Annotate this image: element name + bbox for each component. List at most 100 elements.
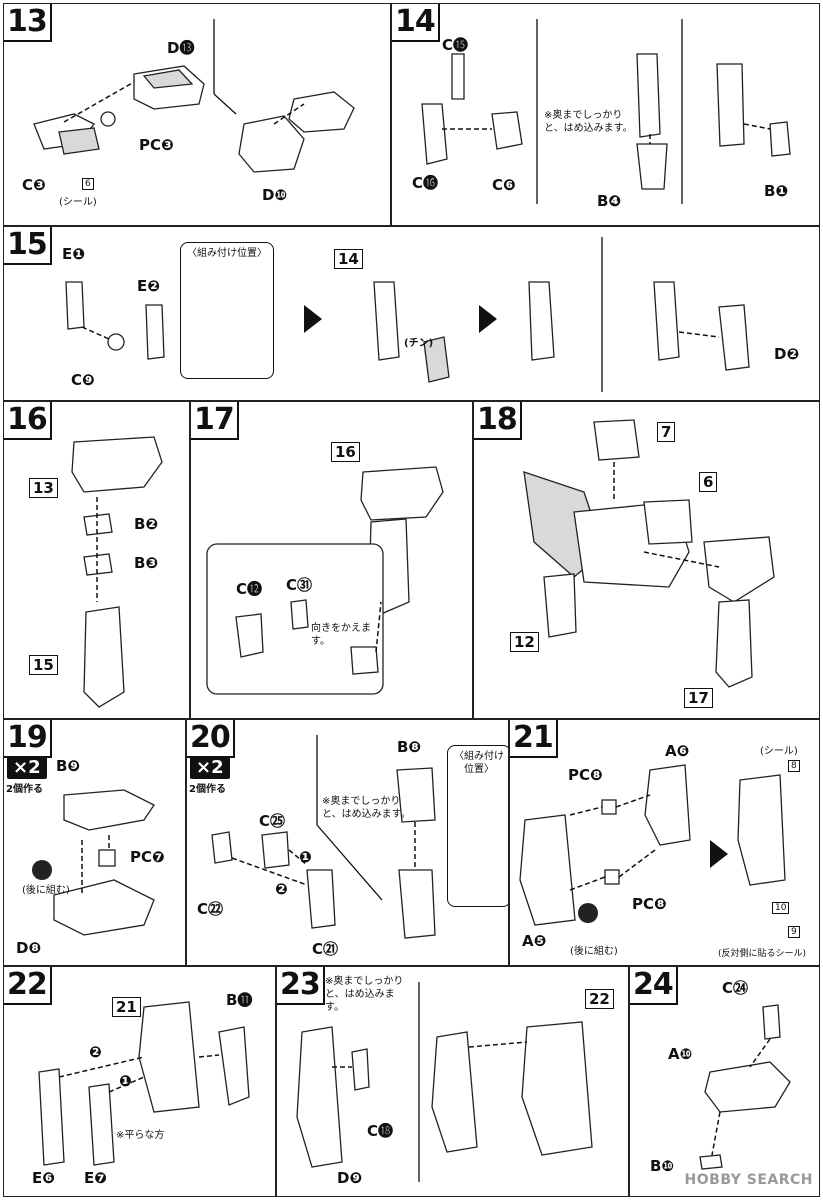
seal-label: (シール)	[760, 746, 798, 757]
seal-label: (シール)	[59, 197, 97, 208]
step-24-illustration	[699, 1004, 791, 1170]
step-number: 18	[474, 402, 522, 440]
label-e7: E❼	[84, 1169, 107, 1187]
step-16-illustration	[71, 436, 163, 708]
step-13-panel: 13 D⓭ PC❸ C❸ 6 (シール) D❿	[3, 3, 391, 226]
label-d2: D❷	[774, 345, 800, 363]
ref-step-12: 12	[510, 632, 539, 652]
step-number: 15	[4, 227, 52, 265]
ref-step-21: 21	[112, 997, 141, 1017]
step-number: 20	[187, 720, 235, 758]
quantity-note: 2個作る	[6, 784, 43, 795]
back-assembly-label: (後に組む)	[570, 946, 618, 957]
label-c18: C⓲	[367, 1122, 394, 1140]
assembly-position-label: 〈組み付け位置〉	[454, 751, 504, 775]
step-22-illustration	[38, 1001, 250, 1166]
label-d9: D❾	[337, 1169, 363, 1187]
quantity-badge: ×2	[7, 756, 47, 779]
step-14-note: ※奥までしっかりと、はめ込みます。	[544, 110, 633, 134]
label-c25: C㉕	[259, 812, 286, 830]
label-c3: C❸	[22, 176, 46, 194]
ref-step-15: 15	[29, 655, 58, 675]
label-c22: C㉒	[197, 900, 224, 918]
label-a10: A❿	[668, 1045, 693, 1063]
step-number: 24	[630, 967, 678, 1005]
step-18-illustration	[523, 419, 775, 688]
ref-step-6: 6	[699, 472, 718, 492]
label-pc8-top: PC❽	[568, 766, 603, 784]
step-23-panel: 23 ※奥までしっかりと、はめ込みます。 22 C⓲ D❾	[276, 966, 629, 1197]
step-number: 14	[392, 4, 440, 42]
quantity-note: 2個作る	[189, 784, 226, 795]
step-order-2: ❷	[275, 880, 288, 898]
step-15-illustration	[65, 237, 750, 392]
ref-step-14: 14	[334, 249, 363, 269]
step-18-panel: 18 7 6 12 17	[473, 401, 820, 719]
label-b10: B❿	[650, 1157, 675, 1175]
label-pc8-bottom: PC❽	[632, 895, 667, 913]
assembly-position-box: 〈組み付け位置〉	[447, 745, 508, 907]
label-c21: C㉑	[312, 940, 339, 958]
step-14-illustration	[421, 19, 791, 204]
label-d8: D❽	[16, 939, 42, 957]
seal-tag-9: 9	[788, 926, 800, 938]
label-b4: B❹	[597, 192, 622, 210]
label-e6: E❻	[32, 1169, 55, 1187]
step-number: 16	[4, 402, 52, 440]
assembly-position-label: 〈組み付け位置〉	[187, 248, 267, 259]
step-20-illustration	[211, 735, 436, 939]
step-16-panel: 16 13 B❷ B❸ 15	[3, 401, 190, 719]
label-a5: A❺	[522, 932, 547, 950]
step-17-illustration	[206, 466, 444, 695]
ref-step-16: 16	[331, 442, 360, 462]
label-c12: C⓬	[236, 580, 263, 598]
watermark: HOBBY SEARCH	[684, 1172, 813, 1188]
label-c15: C⓯	[442, 36, 469, 54]
step-23-illustration	[296, 982, 593, 1182]
reverse-side-seal-label: (反対側に貼るシール)	[718, 949, 807, 959]
step-21-panel: 21 PC❽ A❻ PC❽ A❺ (後に組む) (シール) 8 10 9 (反対…	[509, 719, 820, 966]
label-e2: E❷	[137, 277, 160, 295]
seal-tag-8: 8	[788, 760, 800, 772]
step-number: 22	[4, 967, 52, 1005]
step-20-note: ※奥までしっかりと、はめ込みます。	[322, 796, 411, 820]
step-24-panel: 24 C㉔ A❿ B❿ HOBBY SEARCH	[629, 966, 820, 1197]
click-sound: (チン)	[404, 338, 434, 349]
label-c6: C❻	[492, 176, 516, 194]
label-b11: B⓫	[226, 991, 253, 1009]
label-b8: B❽	[397, 738, 422, 756]
step-number: 17	[191, 402, 239, 440]
label-e1: E❶	[62, 245, 85, 263]
label-c24: C㉔	[722, 979, 749, 997]
step-number: 13	[4, 4, 52, 42]
step-20-panel: 20 ×2 2個作る B❽ C㉕ C㉒ C㉑ ❶ ❷ ※奥までしっかりと、はめ込…	[186, 719, 509, 966]
label-b2: B❷	[134, 515, 159, 533]
step-21-illustration	[519, 764, 786, 926]
step-23-note: ※奥までしっかりと、はめ込みます。	[325, 976, 404, 1013]
label-pc3: PC❸	[139, 136, 174, 154]
step-number: 21	[510, 720, 558, 758]
back-assembly-icon	[32, 860, 52, 880]
step-17-note: 向きをかえます。	[311, 623, 371, 647]
step-19-panel: 19 ×2 2個作る B❾ PC❼ (後に組む) D❽	[3, 719, 186, 966]
step-number: 23	[277, 967, 325, 1005]
step-14-panel: 14 C⓯ C⓰ C❻ ※奥までしっかりと、はめ込みます。 B❹ B❶	[391, 3, 820, 226]
ref-step-13: 13	[29, 478, 58, 498]
step-number: 19	[4, 720, 52, 758]
label-c16: C⓰	[412, 174, 439, 192]
step-order-1: ❶	[299, 848, 312, 866]
label-c9: C❾	[71, 371, 95, 389]
ref-step-7: 7	[657, 422, 676, 442]
quantity-badge: ×2	[190, 756, 230, 779]
label-d13: D⓭	[167, 39, 195, 57]
assembly-position-box: 〈組み付け位置〉	[180, 242, 274, 379]
flat-side-note: ※平らな方	[116, 1130, 165, 1141]
label-pc7: PC❼	[130, 848, 165, 866]
label-b3: B❸	[134, 554, 159, 572]
step-order-1: ❶	[119, 1072, 132, 1090]
label-c31: C㉛	[286, 576, 313, 594]
step-15-panel: 15 E❶ E❷ C❾ 〈組み付け位置〉 14 (チン) D❷	[3, 226, 820, 401]
ref-step-22: 22	[585, 989, 614, 1009]
label-a6: A❻	[665, 742, 690, 760]
label-b9: B❾	[56, 757, 81, 775]
